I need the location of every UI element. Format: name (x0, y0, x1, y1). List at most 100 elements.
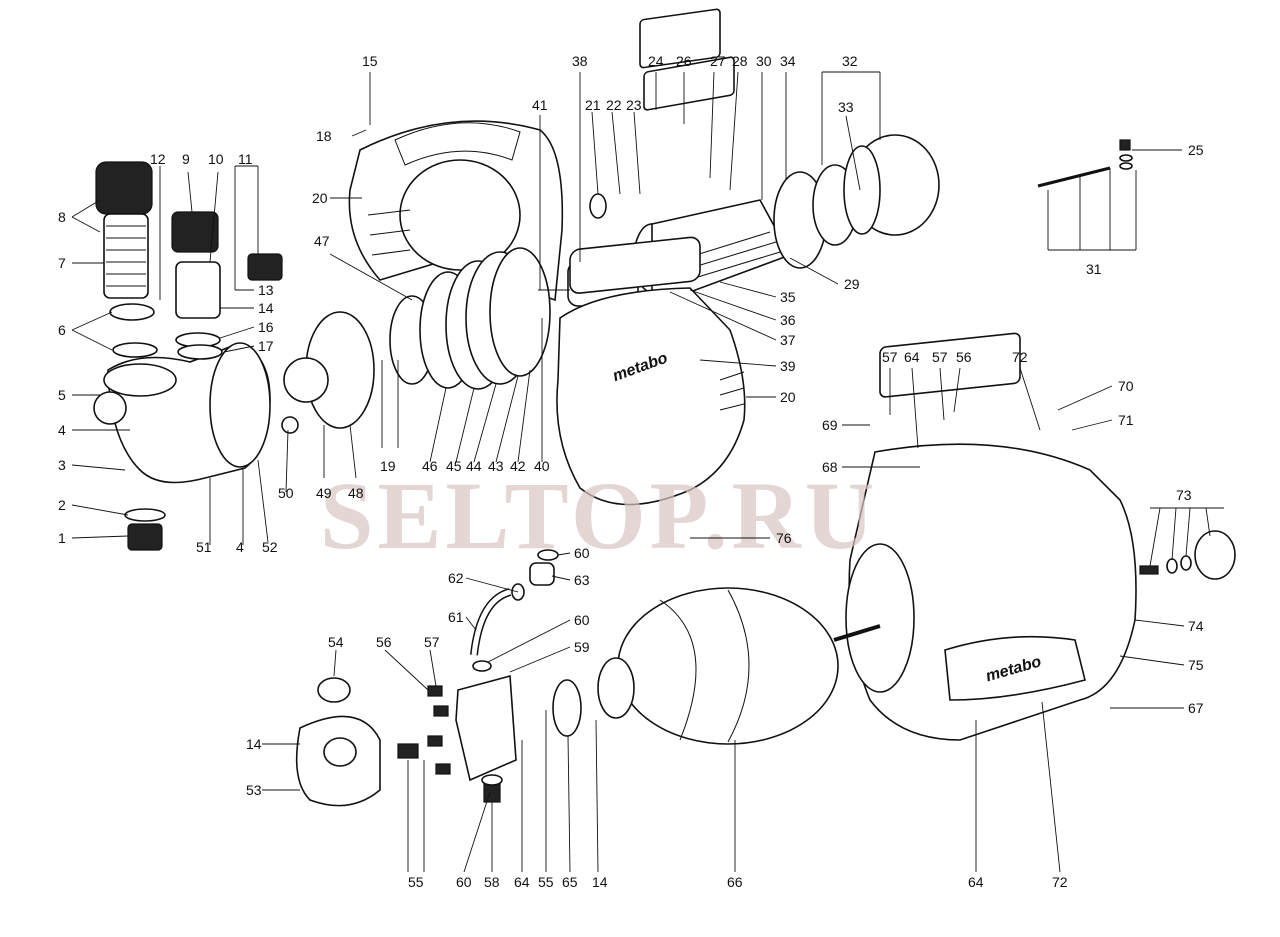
callout-60b: 60 (574, 612, 590, 628)
motor-group (538, 8, 940, 307)
callout-5: 5 (58, 387, 66, 403)
callout-63: 63 (574, 572, 590, 588)
callout-25: 25 (1188, 142, 1204, 158)
pressure-vessel (617, 587, 839, 745)
drain-oring (124, 508, 166, 522)
callout-72: 72 (1012, 349, 1028, 365)
callout-62: 62 (448, 570, 464, 586)
callout-61: 61 (448, 609, 464, 625)
small-screw-group (1037, 139, 1133, 188)
fan-cover-face (843, 145, 881, 235)
callout-71: 71 (1118, 412, 1134, 428)
callout-19: 19 (380, 458, 396, 474)
valve-body (175, 261, 221, 319)
callout-37: 37 (780, 332, 796, 348)
impeller (283, 357, 329, 403)
callout-24: 24 (648, 53, 664, 69)
terminal-box-cover (639, 8, 721, 69)
callout-14c: 14 (592, 874, 608, 890)
screw-56c (427, 735, 443, 747)
callout-26: 26 (676, 53, 692, 69)
callout-67: 67 (1188, 700, 1204, 716)
callout-38: 38 (572, 53, 588, 69)
callout-73: 73 (1176, 487, 1192, 503)
pressure-vessel-group (552, 587, 881, 745)
callout-22: 22 (606, 97, 622, 113)
vessel-flange (597, 657, 635, 719)
screw-73 (1139, 565, 1159, 575)
callout-74: 74 (1188, 618, 1204, 634)
callout-56b: 56 (956, 349, 972, 365)
callout-6: 6 (58, 322, 66, 338)
callout-66: 66 (727, 874, 743, 890)
callout-8: 8 (58, 209, 66, 225)
pump-head-group (93, 161, 375, 551)
callout-53: 53 (246, 782, 262, 798)
front-shroud: metabo (556, 236, 746, 506)
callout-64: 64 (904, 349, 920, 365)
callout-23: 23 (626, 97, 642, 113)
manifold-block (455, 674, 517, 782)
foot-73 (1194, 530, 1236, 580)
screw-25 (1119, 139, 1131, 151)
washer-73a (1180, 555, 1192, 571)
callout-18: 18 (316, 128, 332, 144)
leader-lines (71, 71, 1224, 873)
callout-69: 69 (822, 417, 838, 433)
callout-11: 11 (238, 151, 253, 167)
long-bolt (1037, 166, 1111, 188)
washer-73b (1166, 558, 1178, 574)
callout-55: 55 (408, 874, 424, 890)
seal-plate-group (389, 247, 551, 390)
callout-10: 10 (208, 151, 224, 167)
callout-7: 7 (58, 255, 66, 271)
screw-56 (427, 685, 443, 697)
cable-gland (589, 193, 607, 219)
shaft-oring-50 (281, 416, 299, 434)
terminal-box (643, 56, 735, 111)
callout-34: 34 (780, 53, 796, 69)
callout-57b: 57 (882, 349, 898, 365)
callout-27: 27 (710, 53, 726, 69)
callout-51: 51 (196, 539, 212, 555)
drain-plug (127, 523, 163, 551)
callout-16: 16 (258, 319, 274, 335)
callout-1: 1 (58, 530, 66, 546)
callout-2: 2 (58, 497, 66, 513)
callout-48: 48 (348, 485, 364, 501)
callout-56: 56 (376, 634, 392, 650)
callout-47: 47 (314, 233, 330, 249)
watermark-text: SELTOP.RU (320, 462, 878, 569)
diaphragm-65 (552, 679, 582, 737)
pump-inlet-neck (103, 363, 177, 397)
callout-60c: 60 (456, 874, 472, 890)
shroud-lower (556, 287, 746, 506)
oring-60-mid (472, 660, 492, 672)
callout-65: 65 (562, 874, 578, 890)
shroud-handle (569, 236, 701, 294)
callout-57: 57 (424, 634, 440, 650)
callout-55b: 55 (538, 874, 554, 890)
callout-14b: 14 (246, 736, 262, 752)
shroud-opening (399, 159, 521, 271)
screw-56b (433, 705, 449, 717)
callout-36: 36 (780, 312, 796, 328)
callout-46: 46 (422, 458, 438, 474)
callout-29: 29 (844, 276, 860, 292)
callout-45: 45 (446, 458, 462, 474)
callout-9: 9 (182, 151, 190, 167)
callout-44: 44 (466, 458, 482, 474)
fitting-55 (397, 743, 419, 759)
callout-49: 49 (316, 485, 332, 501)
pump-flange (209, 342, 271, 468)
callout-52: 52 (262, 539, 278, 555)
filter-ring-upper (109, 303, 155, 321)
seal-plate-43 (489, 247, 551, 377)
filter-screen (103, 213, 149, 299)
callout-54: 54 (328, 634, 344, 650)
callout-12: 12 (150, 151, 166, 167)
frame-side-ring (845, 543, 915, 693)
callout-60: 60 (574, 545, 590, 561)
callout-labels: 1 2 3 4 4 5 6 7 8 9 10 11 12 13 14 14 14… (58, 53, 1204, 890)
